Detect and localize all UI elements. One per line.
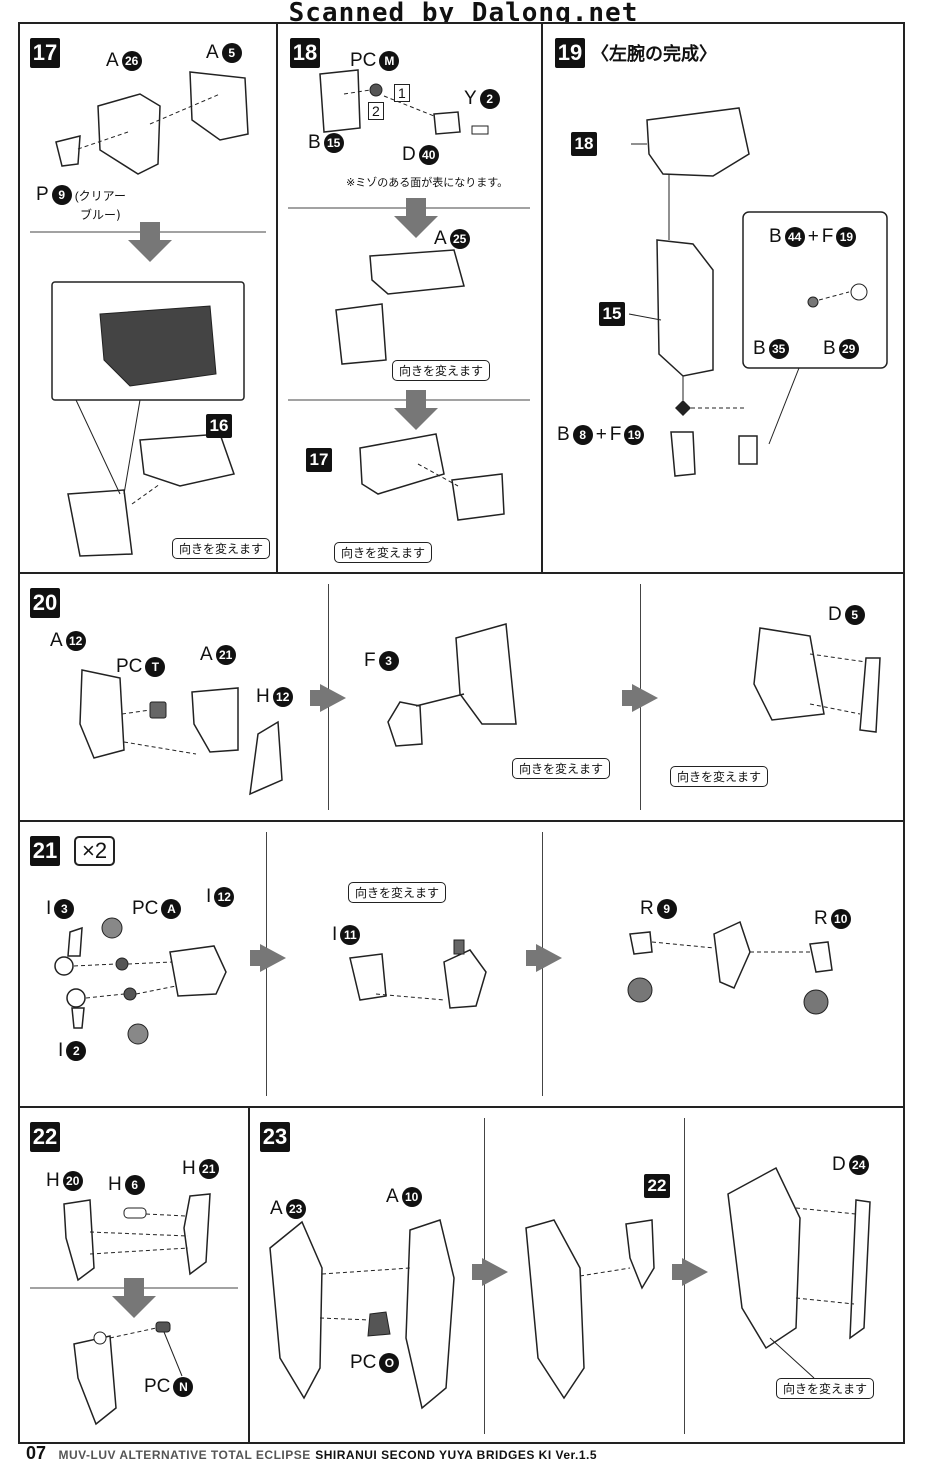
step-index: 2 xyxy=(368,102,384,120)
part-diagram xyxy=(30,1193,238,1426)
step-number: 18 xyxy=(290,38,320,68)
part-note: ブルー) xyxy=(80,208,121,222)
step-number: 20 xyxy=(30,588,60,618)
turn-over-note: 向きを変えます xyxy=(512,758,611,779)
series-title: MUV-LUV ALTERNATIVE TOTAL ECLIPSE xyxy=(58,1448,311,1462)
turn-over-note: 向きを変えます xyxy=(348,882,447,903)
step-number: 22 xyxy=(30,1122,60,1152)
turn-over-note: 向きを変えます xyxy=(670,766,769,787)
step-number: 19 xyxy=(555,38,585,68)
reference-step: 16 xyxy=(206,414,232,438)
step-index: 1 xyxy=(394,84,410,102)
part-diagram xyxy=(628,107,888,477)
multiplier-badge: ×2 xyxy=(74,836,116,866)
product-title: SHIRANUI SECOND YUYA BRIDGES KI Ver.1.5 xyxy=(315,1448,598,1462)
reference-step: 17 xyxy=(306,448,332,472)
turn-over-note: 向きを変えます xyxy=(392,360,491,381)
page-footer: 07 MUV-LUV ALTERNATIVE TOTAL ECLIPSE SHI… xyxy=(26,1443,597,1464)
part-diagram xyxy=(79,623,881,796)
turn-over-note: 向きを変えます xyxy=(172,538,271,559)
groove-note: ※ミゾのある面が表になります。 xyxy=(346,176,509,189)
step-number: 17 xyxy=(30,38,60,68)
reference-step: 15 xyxy=(599,302,625,326)
part-diagram xyxy=(54,917,833,1045)
step-title: 〈左腕の完成〉 xyxy=(591,44,717,65)
turn-over-note: 向きを変えます xyxy=(776,1378,875,1399)
step-number: 21 xyxy=(30,836,60,866)
reference-step: 18 xyxy=(571,132,597,156)
part-diagram xyxy=(288,69,530,521)
part-diagram xyxy=(269,1166,871,1410)
turn-over-note: 向きを変えます xyxy=(334,542,433,563)
step-number: 23 xyxy=(260,1122,290,1152)
part-diagram xyxy=(30,71,266,557)
page-number: 07 xyxy=(26,1443,47,1463)
reference-step: 22 xyxy=(644,1174,670,1198)
